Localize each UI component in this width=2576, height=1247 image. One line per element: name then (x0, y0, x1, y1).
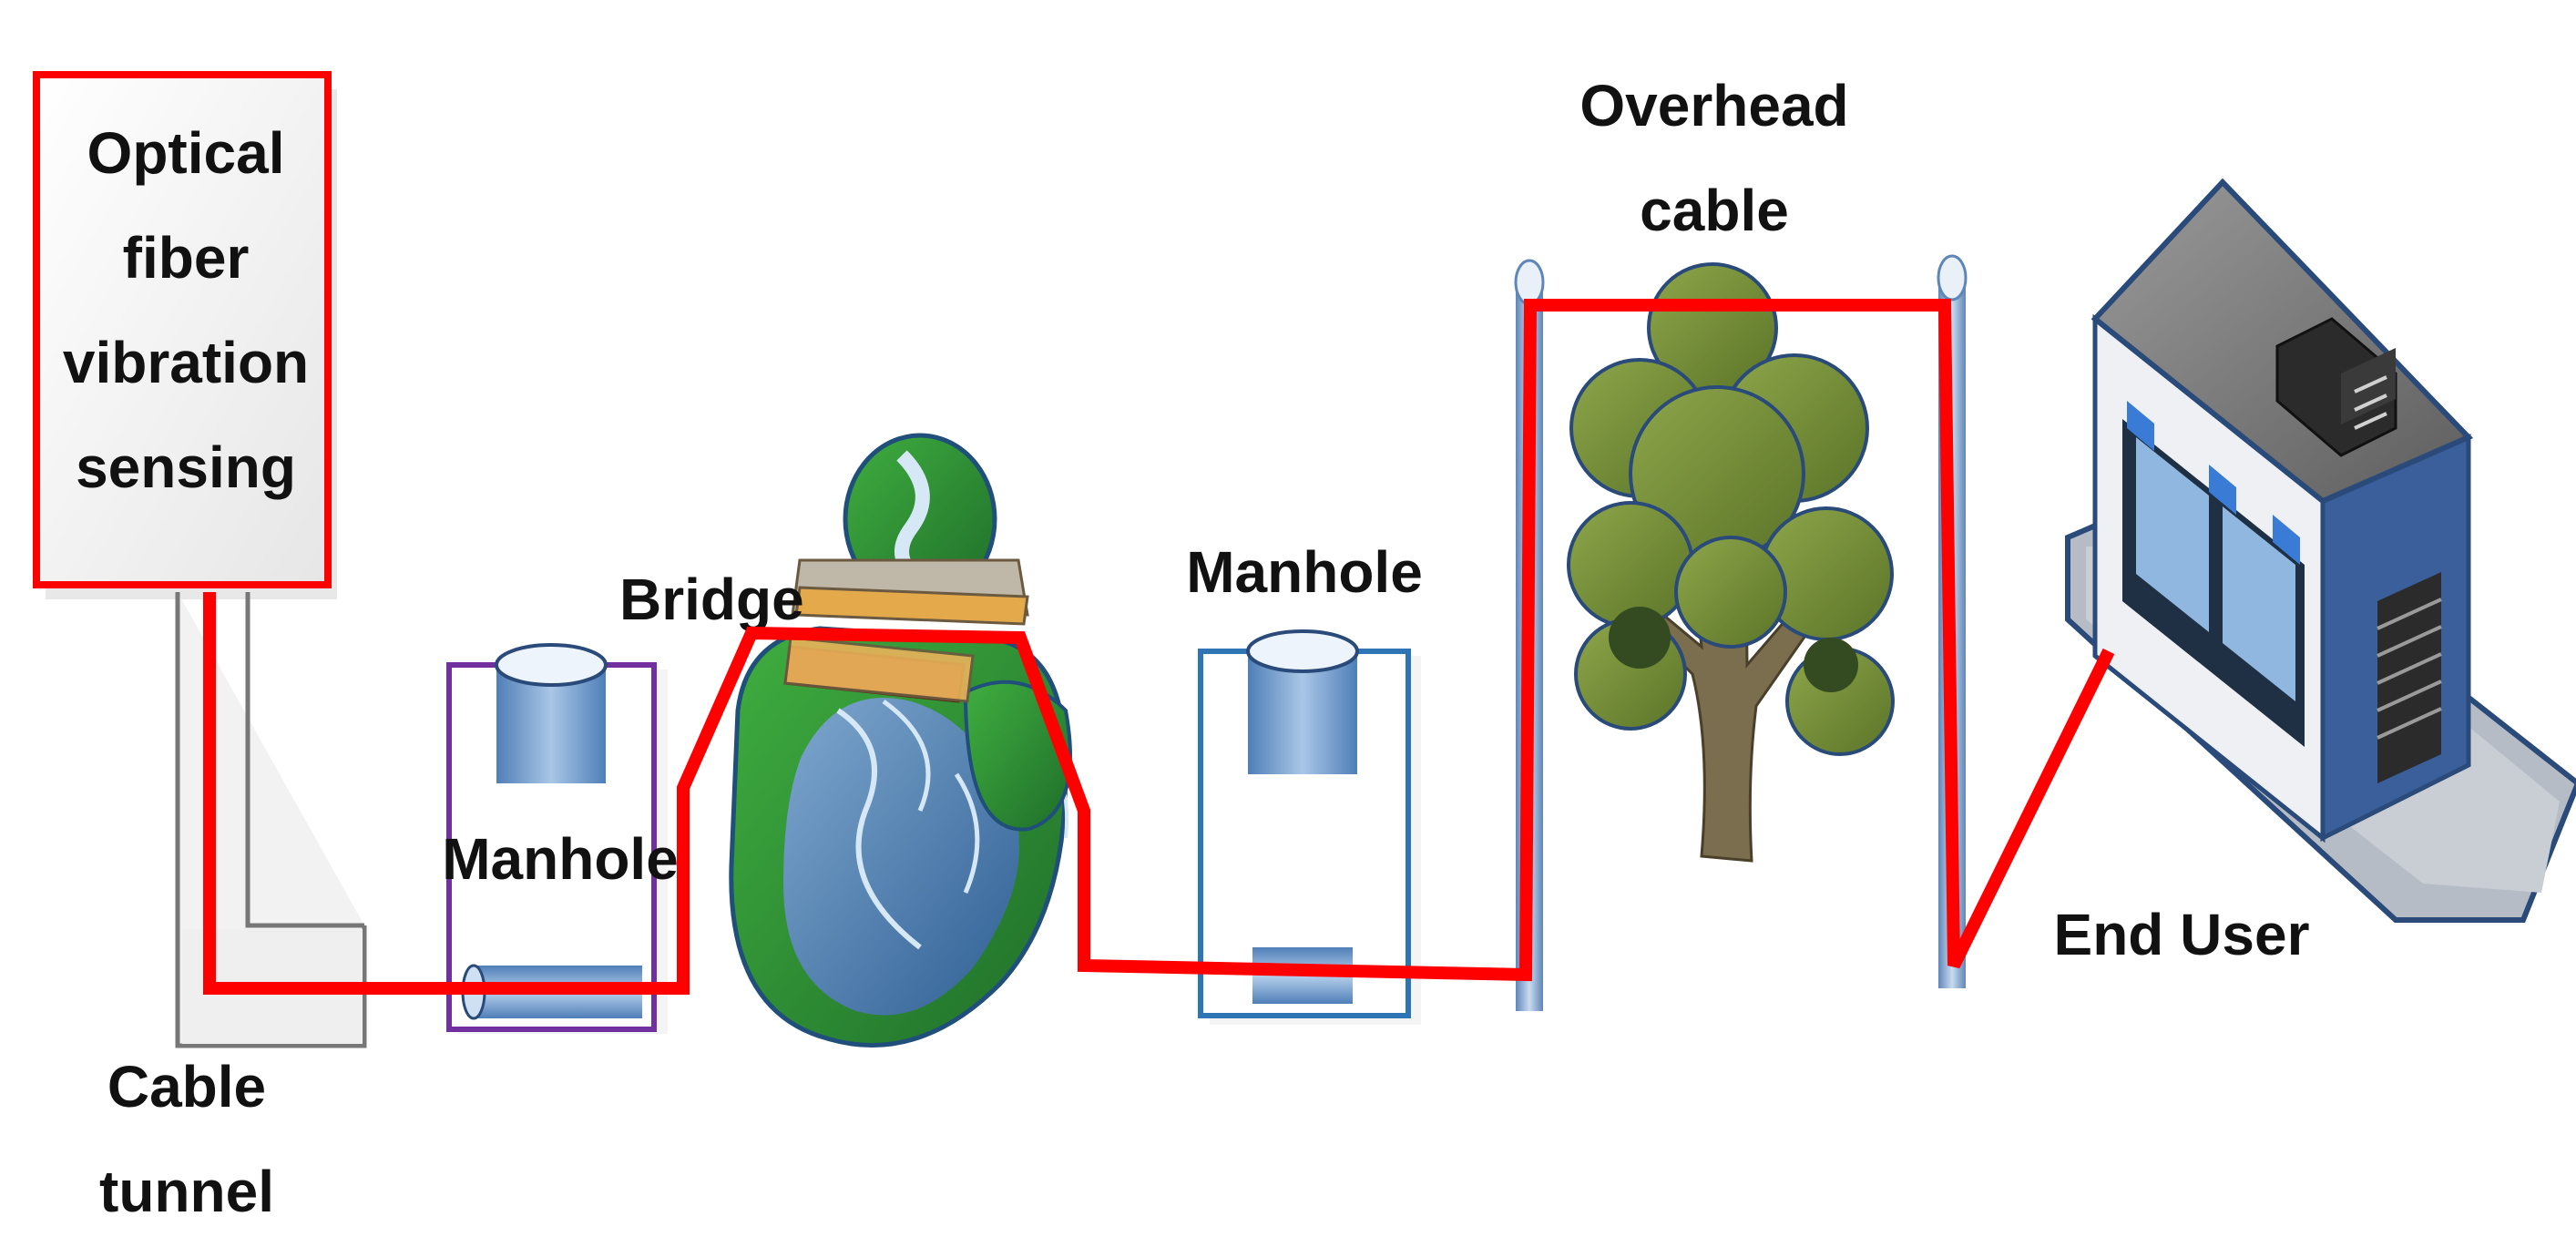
manhole-1-label: Manhole (442, 826, 679, 892)
manhole-icon (1198, 629, 1421, 1025)
sensor-label-line-1: Optical (87, 120, 285, 186)
end-user-label: End User (2054, 902, 2310, 967)
manhole-2-label: Manhole (1186, 539, 1423, 605)
bridge-label: Bridge (619, 567, 804, 632)
fiber-route-line (203, 299, 2115, 995)
sensor-label-line-4: sensing (76, 434, 296, 500)
sensor-label-line-2: fiber (123, 225, 250, 291)
cable-tunnel-label-line-1: Cable (107, 1054, 266, 1119)
tree-icon (1567, 262, 1895, 863)
building-icon (2065, 178, 2576, 923)
cable-tunnel-label-line-2: tunnel (99, 1159, 274, 1224)
overhead-cable-label-line-1: Overhead (1579, 73, 1848, 138)
sensor-box: Optical fiber vibration sensing (33, 71, 337, 599)
bridge-river-icon (729, 433, 1072, 1048)
overhead-cable-label-line-2: cable (1640, 178, 1789, 243)
manhole-icon (446, 643, 668, 1034)
sensor-label-line-3: vibration (63, 330, 309, 395)
